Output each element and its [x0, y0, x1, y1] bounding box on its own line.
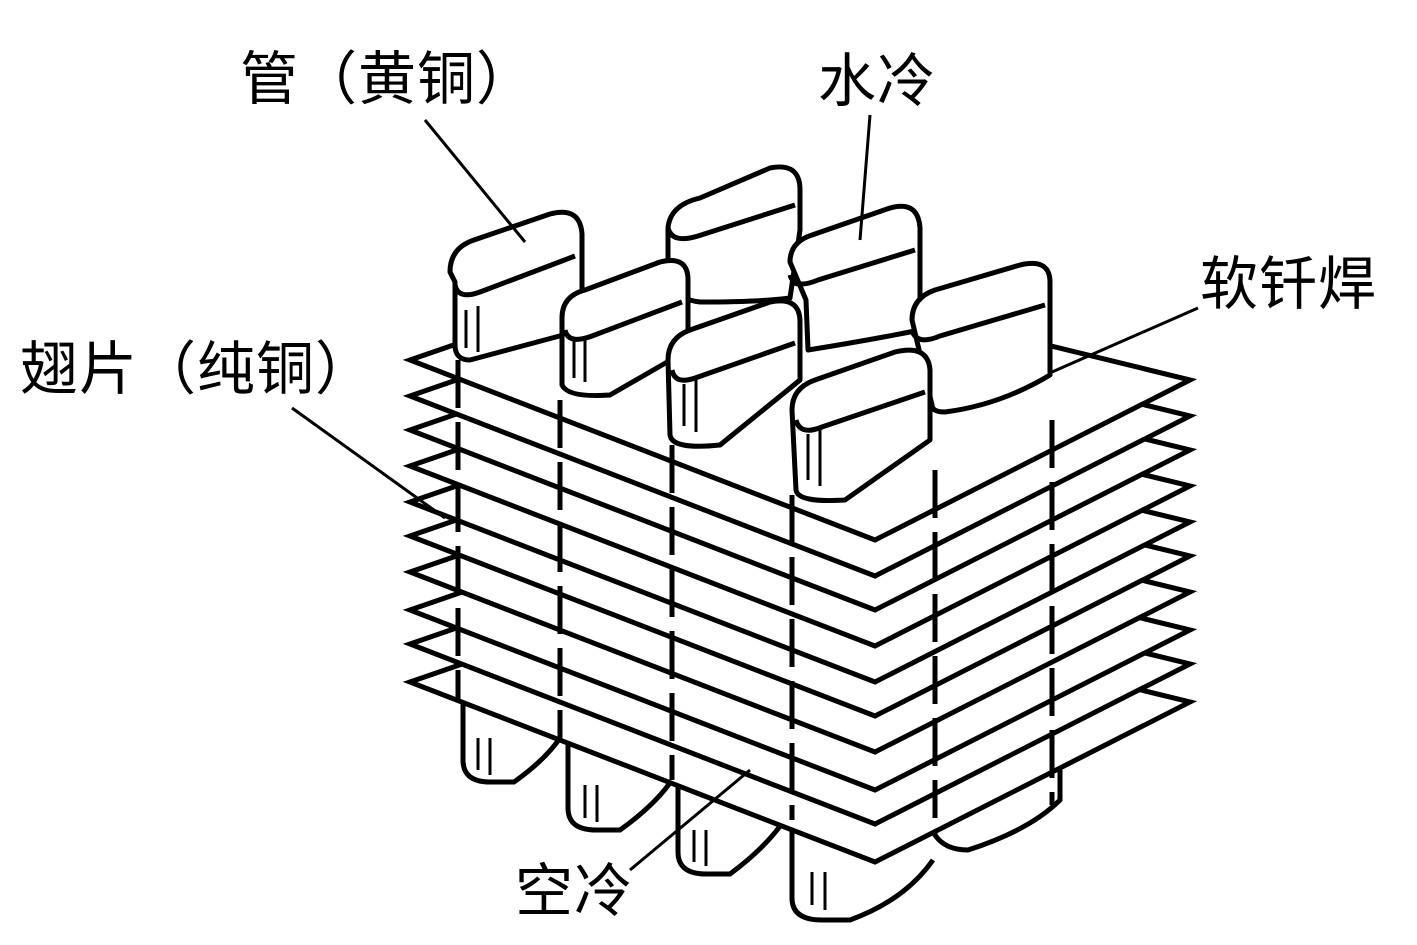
tube-end-bottom-2	[565, 740, 675, 833]
label-water-cooling: 水冷	[818, 47, 937, 115]
label-air-cooling: 空冷	[515, 857, 634, 925]
tube-end-bottom-3	[675, 775, 786, 877]
leader-air	[629, 768, 751, 872]
tube-through-lines	[455, 360, 1055, 820]
tube-top-4	[789, 347, 933, 503]
tube-top-back-3	[909, 260, 1053, 415]
label-tube-brass: 管（黄铜）	[240, 45, 536, 113]
tube-top-3	[665, 298, 803, 449]
tube-top-back-2	[787, 203, 923, 353]
tube-top-2	[559, 258, 691, 398]
tube-end-bottom-1	[460, 700, 563, 785]
leader-lines	[291, 114, 1199, 872]
tube-highlights	[464, 306, 822, 486]
tube-top-1	[447, 209, 585, 363]
leader-solder	[1051, 306, 1199, 374]
label-soft-solder: 软钎焊	[1200, 250, 1378, 318]
leader-tube	[423, 119, 527, 243]
top-tubes	[447, 164, 1053, 503]
leader-water	[858, 114, 872, 241]
leader-fin	[291, 406, 446, 520]
label-fin-copper: 翅片（纯铜）	[20, 335, 375, 403]
tube-top-caps	[452, 202, 1046, 433]
